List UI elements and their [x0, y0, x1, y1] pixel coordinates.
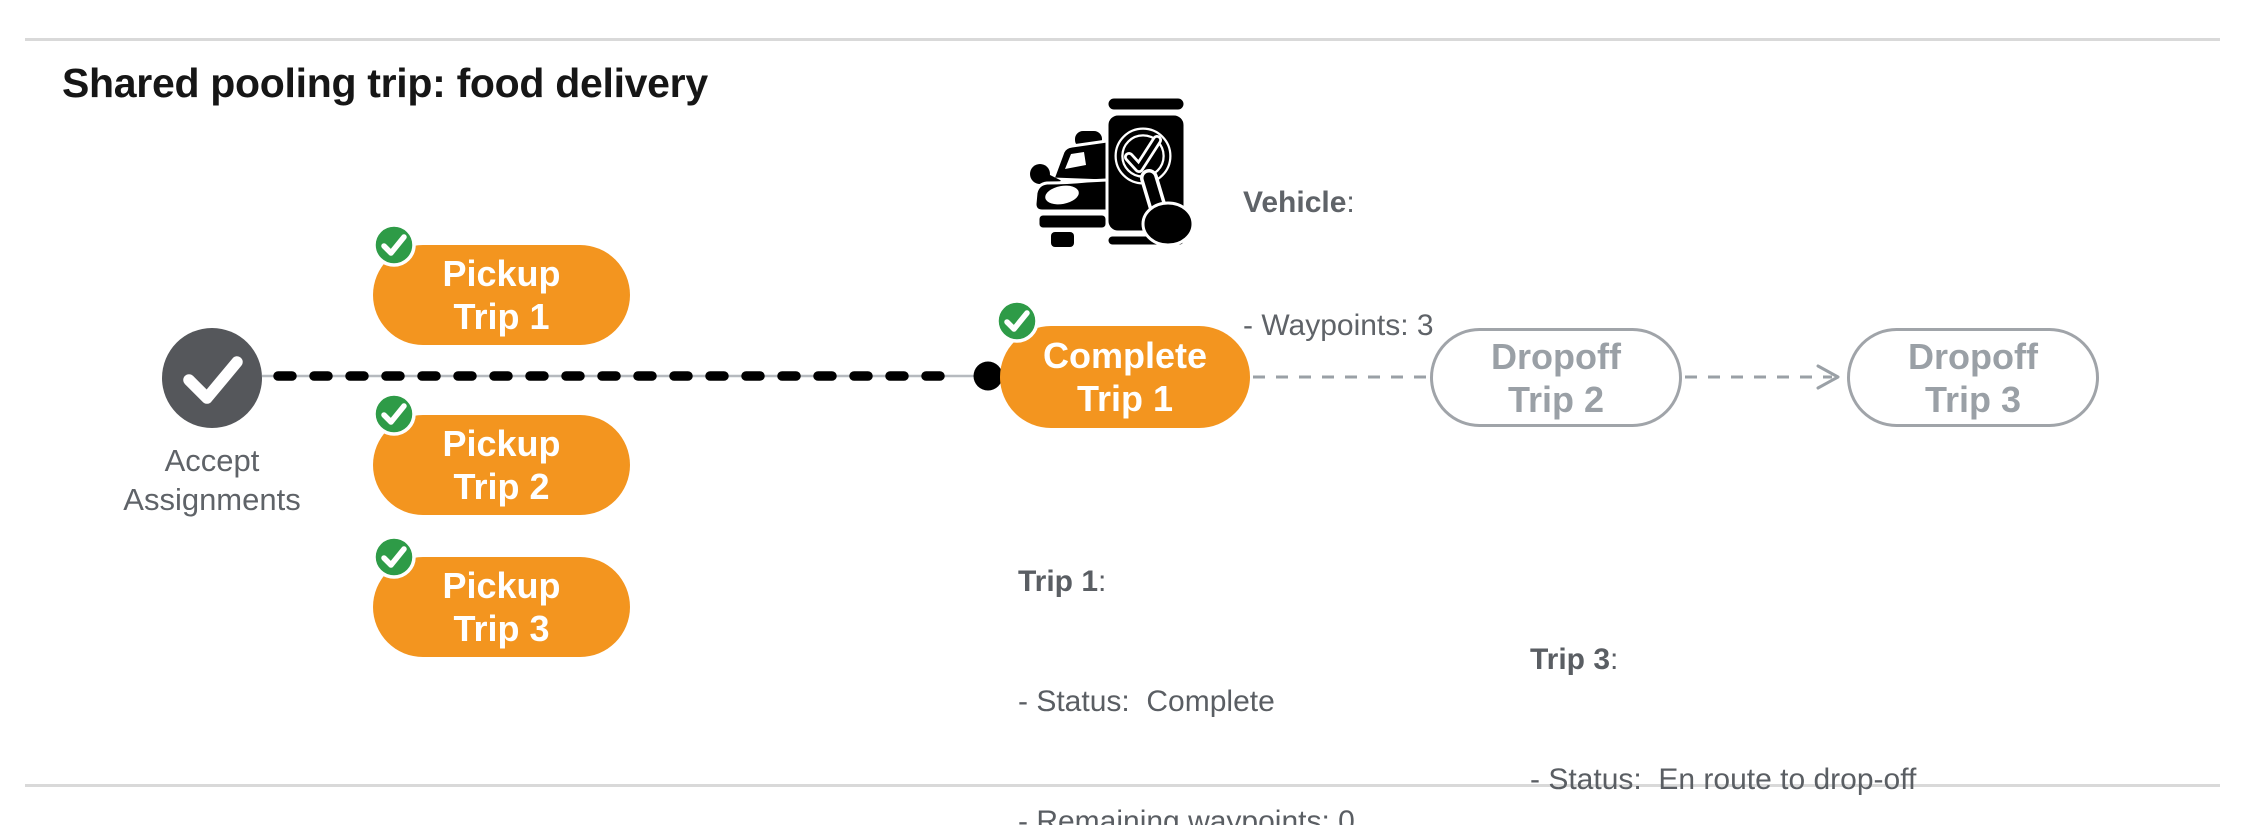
- vehicle-info: Vehicle: - Waypoints: 3: [1243, 100, 1434, 428]
- arrowhead-icon: [1816, 364, 1840, 390]
- node-pickup-trip-3: Pickup Trip 3: [373, 557, 630, 657]
- trip-header: Trip 1:: [1018, 565, 1107, 598]
- node-pickup-trip-1: Pickup Trip 1: [373, 245, 630, 345]
- check-badge-icon: [995, 299, 1039, 343]
- check-badge-icon: [372, 223, 416, 267]
- vehicle-waypoints: - Waypoints: 3: [1243, 309, 1434, 342]
- check-badge-icon: [372, 392, 416, 436]
- node-dropoff-trip-2: Dropoff Trip 2: [1430, 328, 1682, 427]
- bottom-rule: [25, 784, 2220, 787]
- check-badge-icon: [372, 535, 416, 579]
- page-title: Shared pooling trip: food delivery: [62, 60, 708, 106]
- node-dropoff-trip-3: Dropoff Trip 3: [1847, 328, 2099, 427]
- current-position-dot: [973, 361, 1003, 391]
- status-line: - Status: En route to drop-off: [1530, 763, 1917, 796]
- node-complete-trip-1: Complete Trip 1: [1000, 326, 1250, 428]
- pointing-hand-icon: [1140, 169, 1195, 247]
- status-line: - Status: Complete: [1018, 685, 1275, 718]
- top-rule: [25, 38, 2220, 41]
- vehicle-header: Vehicle:: [1243, 186, 1355, 219]
- trip-header: Trip 3:: [1530, 643, 1619, 676]
- check-circle-icon: [162, 328, 262, 428]
- vehicle-icon: [1030, 95, 1195, 248]
- trip-status-block-left: Trip 1: - Status: Complete - Remaining w…: [1018, 482, 1404, 825]
- trip-status-block-right: Trip 3: - Status: En route to drop-off -…: [1530, 560, 1916, 825]
- accept-assignments-label: Accept Assignments: [123, 443, 301, 517]
- status-line: - Remaining waypoints: 0: [1018, 805, 1355, 825]
- car-icon: [1030, 131, 1109, 247]
- node-pickup-trip-2: Pickup Trip 2: [373, 415, 630, 515]
